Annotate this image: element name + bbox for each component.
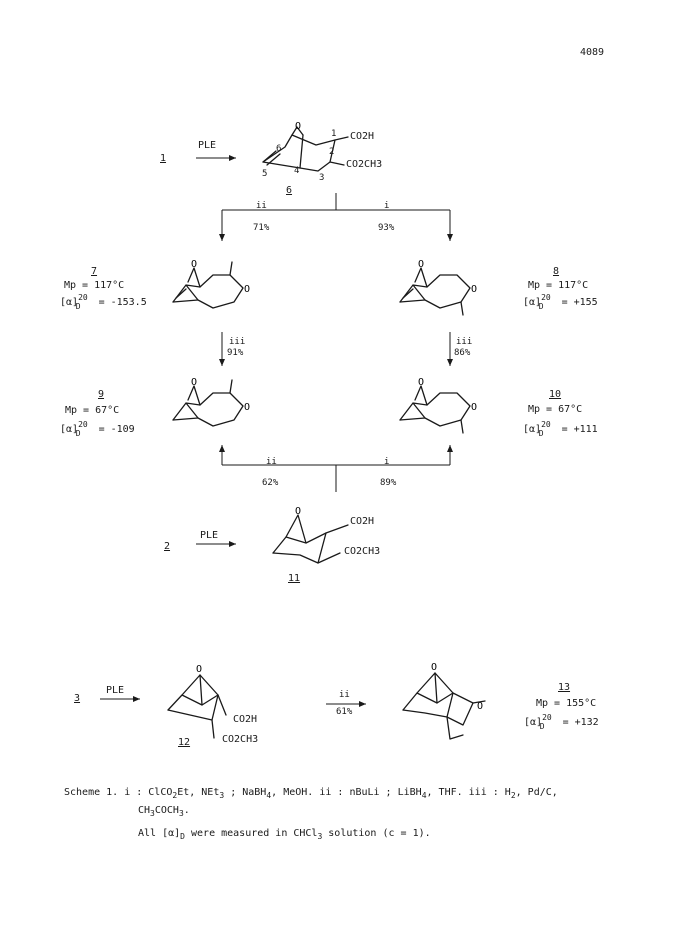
bottom-left-yield: 62% xyxy=(262,478,279,488)
num-6: 6 xyxy=(276,144,282,154)
right-iii: iii xyxy=(456,337,473,347)
c12-sub2: CO2CH3 xyxy=(222,734,259,745)
svg-text:O: O xyxy=(477,701,483,712)
page-number: 4089 xyxy=(580,47,605,58)
svg-text:O: O xyxy=(431,662,437,673)
rot-7: [α]20D = -153.5 xyxy=(60,293,147,311)
label-6: 6 xyxy=(286,185,293,196)
svg-text:O: O xyxy=(191,377,197,388)
mp-7: Mp = 117°C xyxy=(64,280,125,291)
num-1: 1 xyxy=(331,129,337,139)
svg-text:O: O xyxy=(244,284,250,295)
top-right-yield: 93% xyxy=(378,223,395,233)
caption-line-3: All [α]D were measured in CHCl3 solution… xyxy=(138,828,431,841)
branch-bottom xyxy=(219,445,453,492)
structure-9: O O xyxy=(172,377,250,427)
c12-sub1: CO2H xyxy=(233,714,258,725)
label-9: 9 xyxy=(98,389,105,400)
c11-sub1: CO2H xyxy=(350,516,375,527)
left-iii: iii xyxy=(229,337,246,347)
structure-10: O O xyxy=(399,377,477,434)
c11-sub2: CO2CH3 xyxy=(344,546,381,557)
svg-text:O: O xyxy=(295,121,301,132)
svg-text:O: O xyxy=(418,259,424,270)
svg-text:O: O xyxy=(471,402,477,413)
svg-text:O: O xyxy=(244,402,250,413)
rot-9: [α]20D = -109 xyxy=(60,420,135,438)
caption-line-1: Scheme 1. i : ClCO2Et, NEt3 ; NaBH4, MeO… xyxy=(64,787,558,800)
mp-10: Mp = 67°C xyxy=(528,404,583,415)
label-10: 10 xyxy=(549,389,562,400)
svg-text:O: O xyxy=(196,664,202,675)
bottom-right-yield: 89% xyxy=(380,478,397,488)
label-1: 1 xyxy=(160,153,167,164)
label-13: 13 xyxy=(558,682,571,693)
svg-text:O: O xyxy=(418,377,424,388)
ple-label-2: PLE xyxy=(200,530,219,541)
label-11: 11 xyxy=(288,573,301,584)
num-2: 2 xyxy=(329,147,335,157)
structure-6: O xyxy=(262,121,349,172)
mp-9: Mp = 67°C xyxy=(65,405,120,416)
top-left-yield: 71% xyxy=(253,223,270,233)
mp-13: Mp = 155°C xyxy=(536,698,597,709)
num-4: 4 xyxy=(294,166,300,176)
top-right-reagent: i xyxy=(384,201,390,211)
structure-12: O xyxy=(167,664,227,739)
label-12: 12 xyxy=(178,737,191,748)
svg-text:O: O xyxy=(471,284,477,295)
caption-line-2: CH3COCH3. xyxy=(138,805,190,818)
rot-8: [α]20D = +155 xyxy=(523,293,598,311)
label-3: 3 xyxy=(74,693,81,704)
num-5: 5 xyxy=(262,169,268,179)
svg-text:O: O xyxy=(191,259,197,270)
structure-7: O O xyxy=(172,259,250,309)
label-2: 2 xyxy=(164,541,171,552)
step-12-13-yield: 61% xyxy=(336,707,353,717)
bottom-left-reagent: ii xyxy=(266,457,277,467)
structure-13: O O xyxy=(402,662,486,740)
step-12-13-reagent: ii xyxy=(339,690,350,700)
bottom-right-reagent: i xyxy=(384,457,390,467)
mp-8: Mp = 117°C xyxy=(528,280,589,291)
structure-11: O xyxy=(272,506,349,564)
c6-sub2: CO2CH3 xyxy=(346,159,383,170)
left-iii-yield: 91% xyxy=(227,348,244,358)
num-3: 3 xyxy=(319,173,325,183)
ple-label-3: PLE xyxy=(106,685,125,696)
rot-10: [α]20D = +111 xyxy=(523,420,598,438)
top-left-reagent: ii xyxy=(256,201,267,211)
label-7: 7 xyxy=(91,266,98,277)
rot-13: [α]20D = +132 xyxy=(524,713,599,731)
svg-text:O: O xyxy=(295,506,301,517)
c6-sub1: CO2H xyxy=(350,131,375,142)
right-iii-yield: 86% xyxy=(454,348,471,358)
ple-label-1: PLE xyxy=(198,140,217,151)
structure-8: O O xyxy=(399,259,477,316)
branch-top xyxy=(219,193,453,241)
label-8: 8 xyxy=(553,266,560,277)
